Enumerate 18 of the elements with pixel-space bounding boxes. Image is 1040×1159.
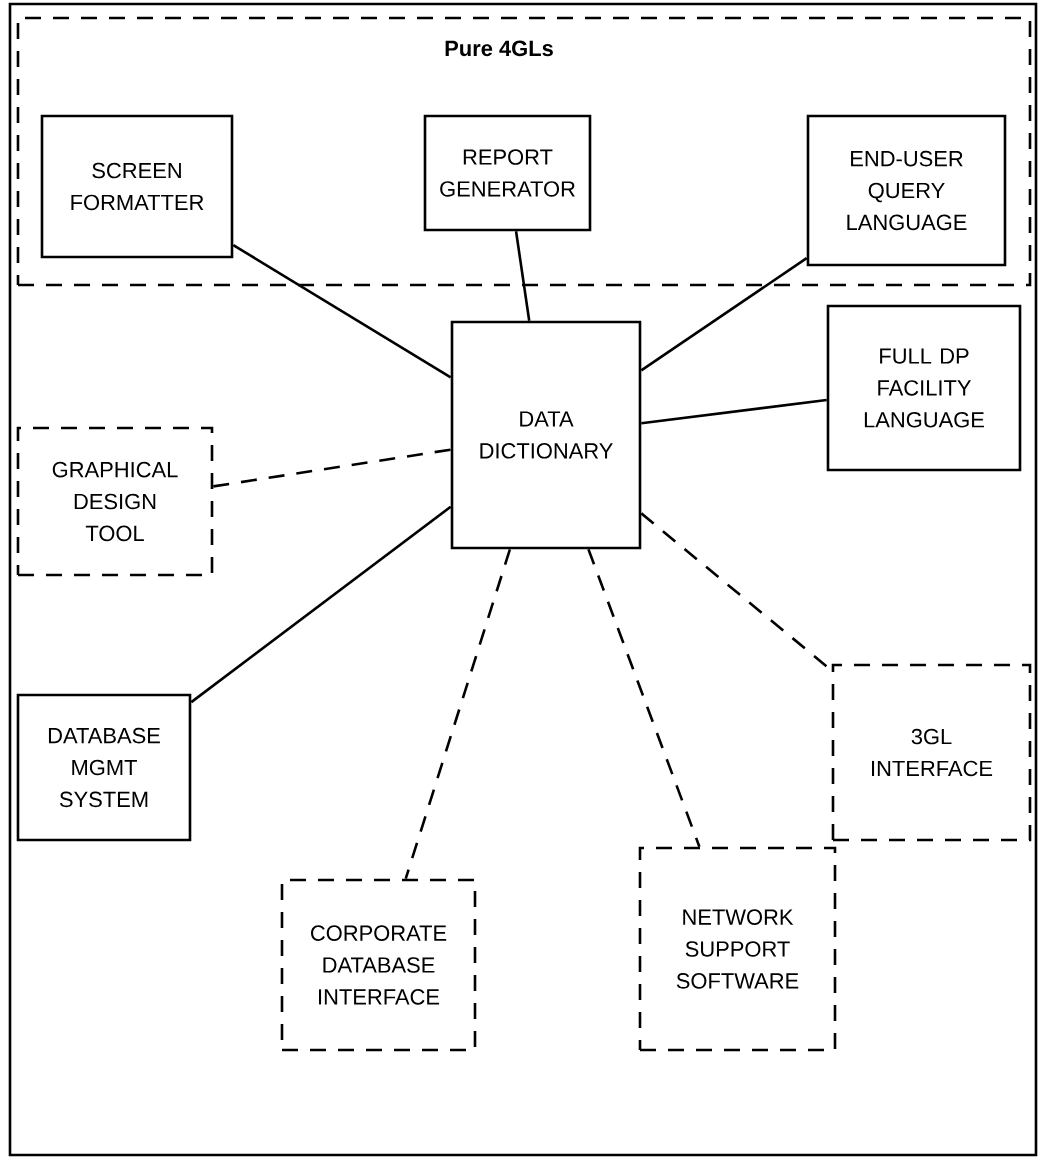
process-box: END-USER QUERY LANGUAGE	[806, 114, 1007, 267]
process-box: FULL DP FACILITY LANGUAGE	[826, 304, 1022, 472]
process-box: CORPORATE DATABASE INTERFACE	[280, 878, 477, 1052]
process-box: NETWORK SUPPORT SOFTWARE	[638, 846, 837, 1052]
process-box: REPORT GENERATOR	[423, 114, 592, 232]
connector-line	[232, 243, 452, 379]
connector-line	[404, 548, 512, 880]
connector-line	[641, 398, 827, 425]
process-box: 3GL INTERFACE	[831, 663, 1032, 842]
process-box: GRAPHICAL DESIGN TOOL	[16, 426, 214, 577]
process-box: DATABASE MGMT SYSTEM	[16, 693, 192, 842]
connector-line	[640, 257, 808, 372]
connector-line	[190, 505, 452, 704]
process-box: SCREEN FORMATTER	[40, 114, 234, 259]
connector-line	[587, 548, 701, 848]
process-box: DATA DICTIONARY	[450, 320, 642, 550]
connector-line	[514, 231, 531, 321]
connector-line	[213, 448, 451, 488]
